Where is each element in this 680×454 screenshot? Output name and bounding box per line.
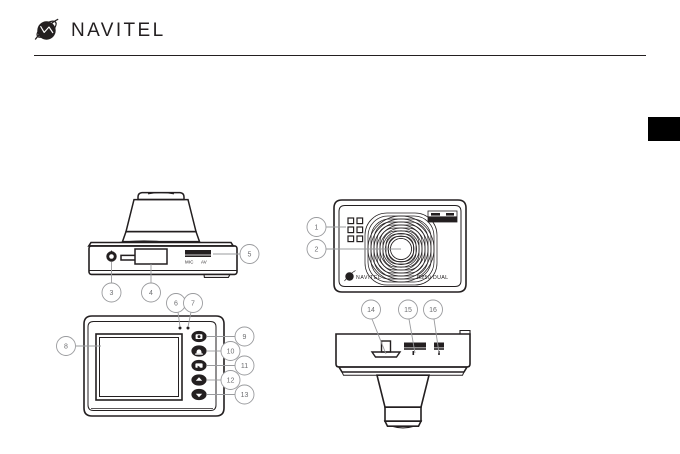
callout-13-number: 13	[241, 392, 249, 399]
globe-orbit-icon	[31, 14, 63, 46]
callout-leaders-rear-view	[76, 311, 235, 395]
page-header: NAVITEL	[0, 0, 680, 66]
arrow-down-icon	[195, 393, 203, 398]
status-led-left	[178, 326, 182, 330]
device-front-view: Night Vision NAVITEL R250 DUAL 1 2	[306, 199, 467, 293]
power-button	[434, 342, 444, 355]
front-brand-label: NAVITEL	[356, 275, 381, 281]
callout-11-number: 11	[241, 363, 248, 370]
device-rear-view: 6 7 8 9 10 11 12 13	[56, 293, 255, 417]
callout-3: 3	[101, 282, 122, 303]
status-led-right	[186, 326, 190, 330]
device-top-view: MIC AV 3 4 5	[87, 191, 260, 303]
button-mode[interactable]	[191, 359, 207, 372]
callout-15: 15	[398, 299, 418, 320]
figure-area: MIC AV 3 4 5	[0, 66, 680, 454]
microsd-card-slot	[404, 342, 426, 355]
callout-14-number: 14	[367, 307, 375, 314]
button-menu[interactable]	[191, 345, 207, 357]
callout-12-number: 12	[227, 378, 235, 385]
callout-4: 4	[141, 282, 161, 303]
callout-11: 11	[234, 355, 255, 376]
callout-10: 10	[220, 341, 241, 361]
button-up[interactable]	[191, 374, 207, 386]
callout-9-number: 9	[243, 334, 247, 341]
callout-2-number: 2	[315, 247, 319, 254]
callout-9: 9	[234, 326, 255, 347]
callout-5-number: 5	[248, 252, 252, 259]
callout-leaders-bottom-view	[371, 318, 440, 355]
callout-15-number: 15	[404, 307, 412, 314]
night-vision-badge: Night Vision	[427, 210, 458, 223]
arrow-up-icon	[195, 377, 203, 381]
callout-2: 2	[306, 239, 327, 259]
av-label: AV	[201, 260, 207, 265]
callout-8-number: 8	[64, 344, 68, 351]
callout-3-number: 3	[110, 290, 114, 297]
callout-16: 16	[423, 299, 443, 320]
button-down[interactable]	[191, 388, 207, 401]
mode-playback-icon	[195, 363, 203, 369]
camera-body-top	[87, 240, 238, 278]
callout-7-number: 7	[191, 301, 195, 308]
callout-13: 13	[234, 384, 255, 405]
callout-7: 7	[183, 293, 203, 313]
callout-16-number: 16	[429, 307, 437, 314]
night-vision-label: Night Vision	[433, 218, 452, 222]
mic-label: MIC	[185, 260, 194, 265]
callout-5: 5	[239, 244, 260, 264]
callout-14: 14	[361, 299, 381, 320]
model-label: R250 DUAL	[417, 275, 448, 281]
callout-10-number: 10	[227, 349, 235, 356]
callout-8: 8	[56, 336, 76, 356]
callout-leaders-top-view	[111, 253, 240, 283]
brand-lockup: NAVITEL	[31, 14, 166, 46]
callout-6: 6	[166, 293, 186, 313]
front-brand-lockup: NAVITEL	[344, 270, 381, 282]
mount-bracket	[121, 191, 201, 243]
callout-12: 12	[220, 370, 241, 390]
callout-6-number: 6	[174, 301, 178, 308]
brand-wordmark: NAVITEL	[71, 19, 166, 41]
record-ok-icon	[195, 334, 203, 339]
header-divider	[34, 55, 646, 56]
mount-slot	[120, 248, 168, 265]
callout-1-number: 1	[315, 225, 319, 232]
status-leds	[178, 326, 190, 330]
usb-power-port	[370, 340, 402, 358]
callout-1: 1	[306, 217, 327, 237]
lcd-display	[95, 333, 183, 401]
ir-led-array	[347, 217, 364, 243]
button-rec-ok[interactable]	[191, 330, 207, 343]
callout-leaders-front-view	[326, 226, 401, 250]
menu-icon	[195, 349, 203, 355]
callout-4-number: 4	[149, 290, 153, 297]
page-edge-tab	[648, 117, 680, 141]
device-bottom-view: 14 15 16	[335, 299, 471, 429]
microsd-and-usb-ports: MIC AV	[185, 250, 211, 265]
reset-button	[106, 250, 117, 262]
